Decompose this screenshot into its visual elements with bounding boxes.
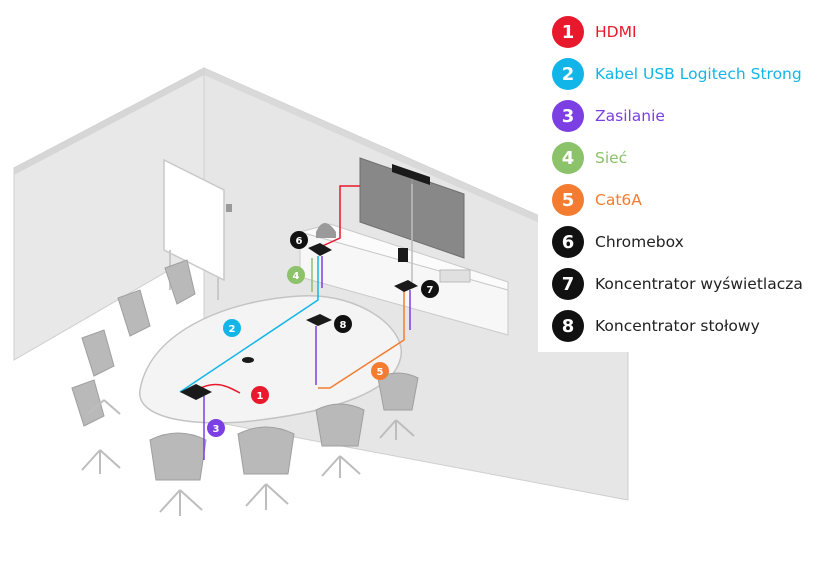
marker-table-hub-label: 8	[340, 320, 347, 331]
marker-hdmi-label: 1	[257, 391, 264, 402]
legend-number-badge: 8	[552, 310, 584, 342]
back-wall-top	[204, 68, 628, 262]
legend-item: 6 Chromebox	[552, 225, 684, 259]
marker-power: 3	[207, 419, 225, 437]
legend-label: HDMI	[595, 23, 637, 41]
marker-usb: 2	[223, 319, 241, 337]
legend-number-badge: 3	[552, 100, 584, 132]
legend-label: Zasilanie	[595, 107, 665, 125]
legend-label: Cat6A	[595, 191, 642, 209]
usb-cable	[179, 256, 319, 393]
marker-cat6a-label: 5	[377, 367, 384, 378]
marker-display-hub-label: 7	[427, 285, 434, 296]
legend-label: Kabel USB Logitech Strong	[595, 65, 802, 83]
legend: 1 HDMI 2 Kabel USB Logitech Strong 3 Zasilani…	[538, 0, 820, 352]
whiteboard	[163, 158, 232, 300]
legend-item: 8 Koncentrator stołowy	[552, 309, 760, 343]
legend-item: 1 HDMI	[552, 15, 637, 49]
legend-number-badge: 7	[552, 268, 584, 300]
table-hub-device	[306, 314, 332, 326]
legend-number-badge: 4	[552, 142, 584, 174]
decor-object	[316, 223, 336, 238]
marker-display-hub: 7	[421, 280, 439, 298]
display-hub-device	[394, 280, 418, 292]
marker-hdmi: 1	[251, 386, 269, 404]
legend-item: 3 Zasilanie	[552, 99, 665, 133]
marker-table-hub: 8	[334, 315, 352, 333]
hdmi-cable	[317, 185, 360, 249]
legend-label: Koncentrator wyświetlacza	[595, 275, 803, 293]
marker-chromebox-label: 6	[296, 236, 303, 247]
legend-label: Chromebox	[595, 233, 684, 251]
legend-number-badge: 2	[552, 58, 584, 90]
marker-power-label: 3	[213, 424, 220, 435]
legend-number-badge: 6	[552, 226, 584, 258]
cat6a-cable	[318, 290, 405, 389]
marker-chromebox: 6	[290, 231, 308, 249]
legend-number-badge: 5	[552, 184, 584, 216]
legend-item: 2 Kabel USB Logitech Strong	[552, 57, 802, 91]
chairs	[71, 259, 419, 516]
marker-network: 4	[287, 266, 305, 284]
legend-number-badge: 1	[552, 16, 584, 48]
cables	[179, 184, 413, 460]
legend-label: Koncentrator stołowy	[595, 317, 760, 335]
legend-label: Sieć	[595, 149, 628, 167]
chromebox-device	[308, 243, 332, 256]
marker-cat6a: 5	[371, 362, 389, 380]
legend-item: 7 Koncentrator wyświetlacza	[552, 267, 803, 301]
legend-item: 4 Sieć	[552, 141, 627, 175]
table-port-device	[180, 384, 212, 400]
left-wall-edge	[14, 68, 204, 175]
marker-usb-label: 2	[229, 324, 236, 335]
devices	[180, 243, 418, 400]
marker-network-label: 4	[293, 271, 300, 282]
legend-item: 5 Cat6A	[552, 183, 642, 217]
camera-bar	[392, 164, 430, 185]
